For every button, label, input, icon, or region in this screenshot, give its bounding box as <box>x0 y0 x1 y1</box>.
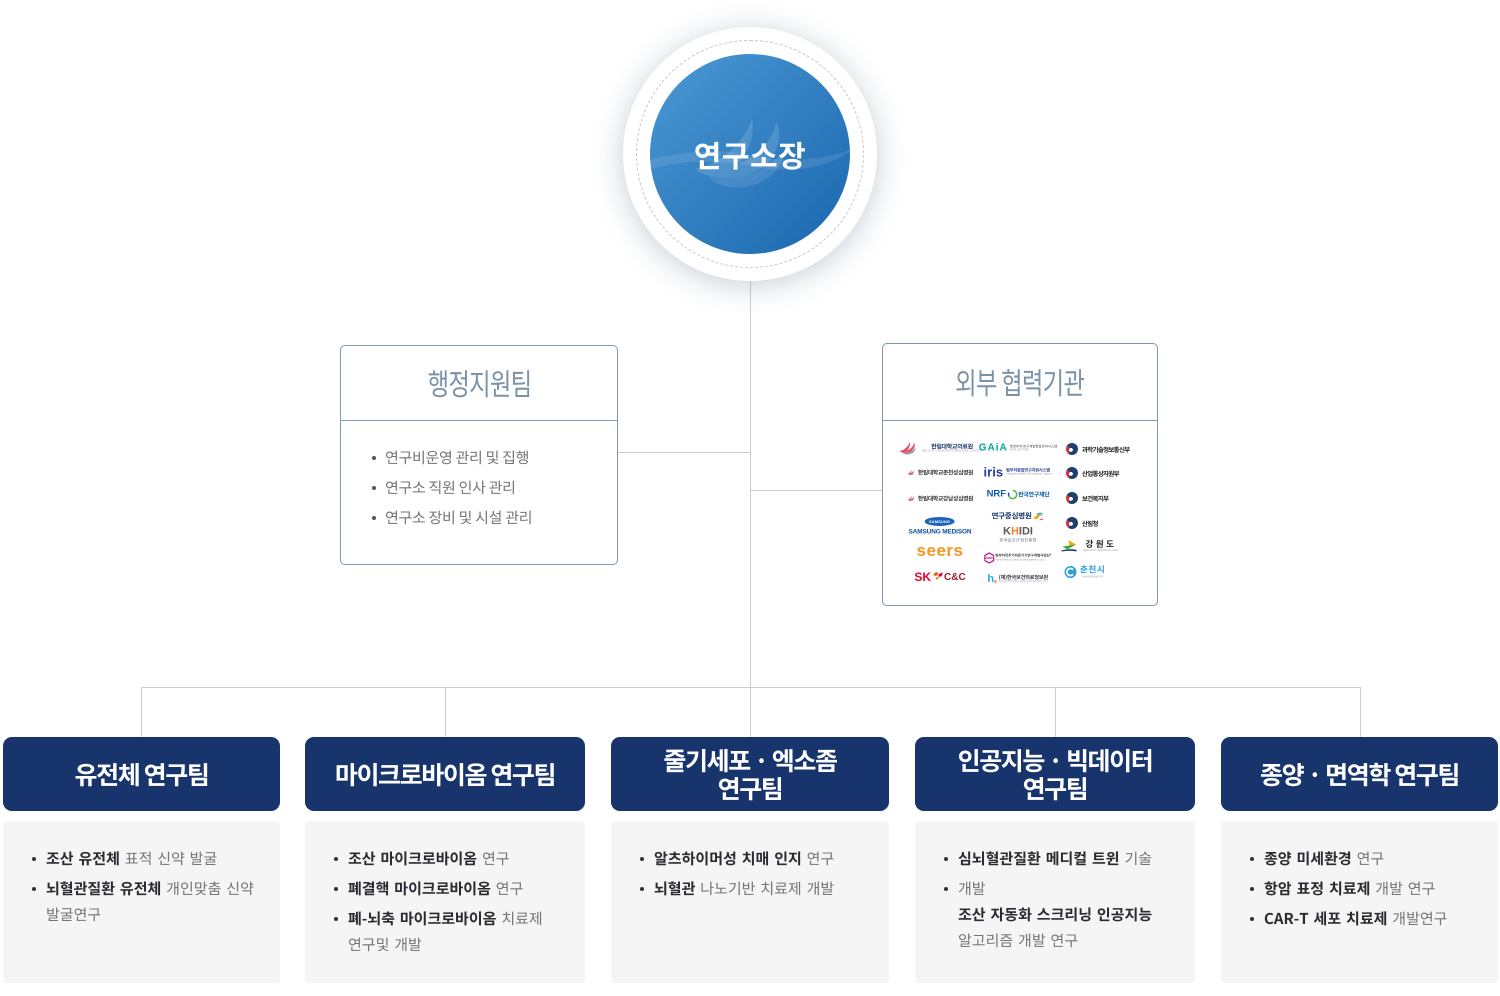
svg-text:SAMSUNG: SAMSUNG <box>930 520 951 524</box>
svg-text:KMDF: KMDF <box>985 556 993 560</box>
